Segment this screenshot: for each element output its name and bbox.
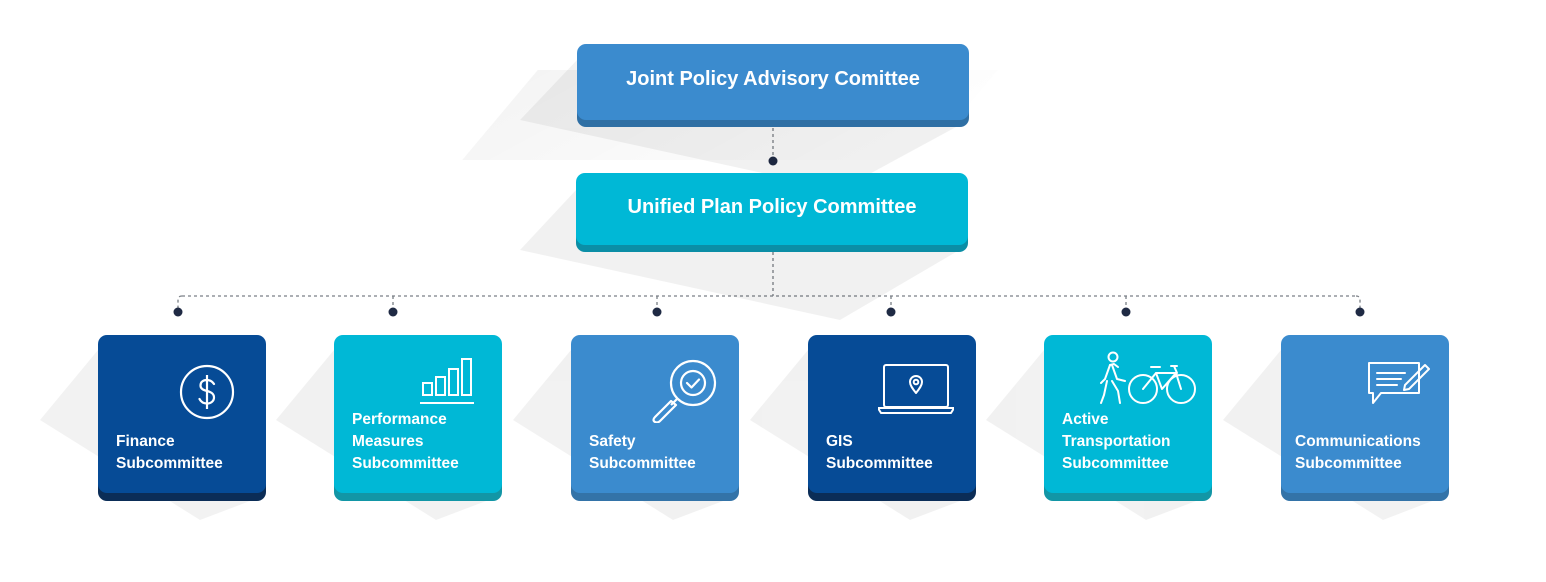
- message-edit-icon: [1367, 359, 1431, 407]
- communications-subcommittee-card: Communications Subcommittee: [1281, 335, 1449, 493]
- top-box-label: Joint Policy Advisory Comittee: [626, 68, 920, 90]
- magnifier-check-icon: [651, 357, 721, 423]
- pedestrian-bicycle-icon: [1098, 351, 1198, 407]
- card-label: Active Transportation Subcommittee: [1062, 411, 1171, 472]
- bar-chart-icon: [420, 357, 476, 407]
- connector-dot: [652, 307, 662, 317]
- connector-dot: [173, 307, 183, 317]
- safety-subcommittee-card: Safety Subcommittee: [571, 335, 739, 493]
- laptop-location-icon: [878, 363, 954, 415]
- gis-subcommittee-card: GIS Subcommittee: [808, 335, 976, 493]
- card-label: GIS Subcommittee: [826, 433, 933, 472]
- connector-dot: [1355, 307, 1365, 317]
- finance-subcommittee-card: Finance Subcommittee: [98, 335, 266, 493]
- card-label: Finance Subcommittee: [116, 433, 223, 472]
- connector-dot: [388, 307, 398, 317]
- card-label: Communications Subcommittee: [1295, 433, 1421, 472]
- connector-dot: [768, 156, 778, 166]
- middle-box-label: Unified Plan Policy Committee: [627, 196, 917, 218]
- connector-dot: [1121, 307, 1131, 317]
- card-label: Safety Subcommittee: [589, 433, 696, 472]
- card-label: Performance Measures Subcommittee: [352, 411, 459, 472]
- joint-policy-advisory-committee-box: Joint Policy Advisory Comittee: [577, 44, 969, 120]
- connector-dot: [886, 307, 896, 317]
- dollar-circle-icon: [178, 363, 236, 421]
- performance-measures-subcommittee-card: Performance Measures Subcommittee: [334, 335, 502, 493]
- active-transportation-subcommittee-card: Active Transportation Subcommittee: [1044, 335, 1212, 493]
- unified-plan-policy-committee-box: Unified Plan Policy Committee: [576, 173, 968, 245]
